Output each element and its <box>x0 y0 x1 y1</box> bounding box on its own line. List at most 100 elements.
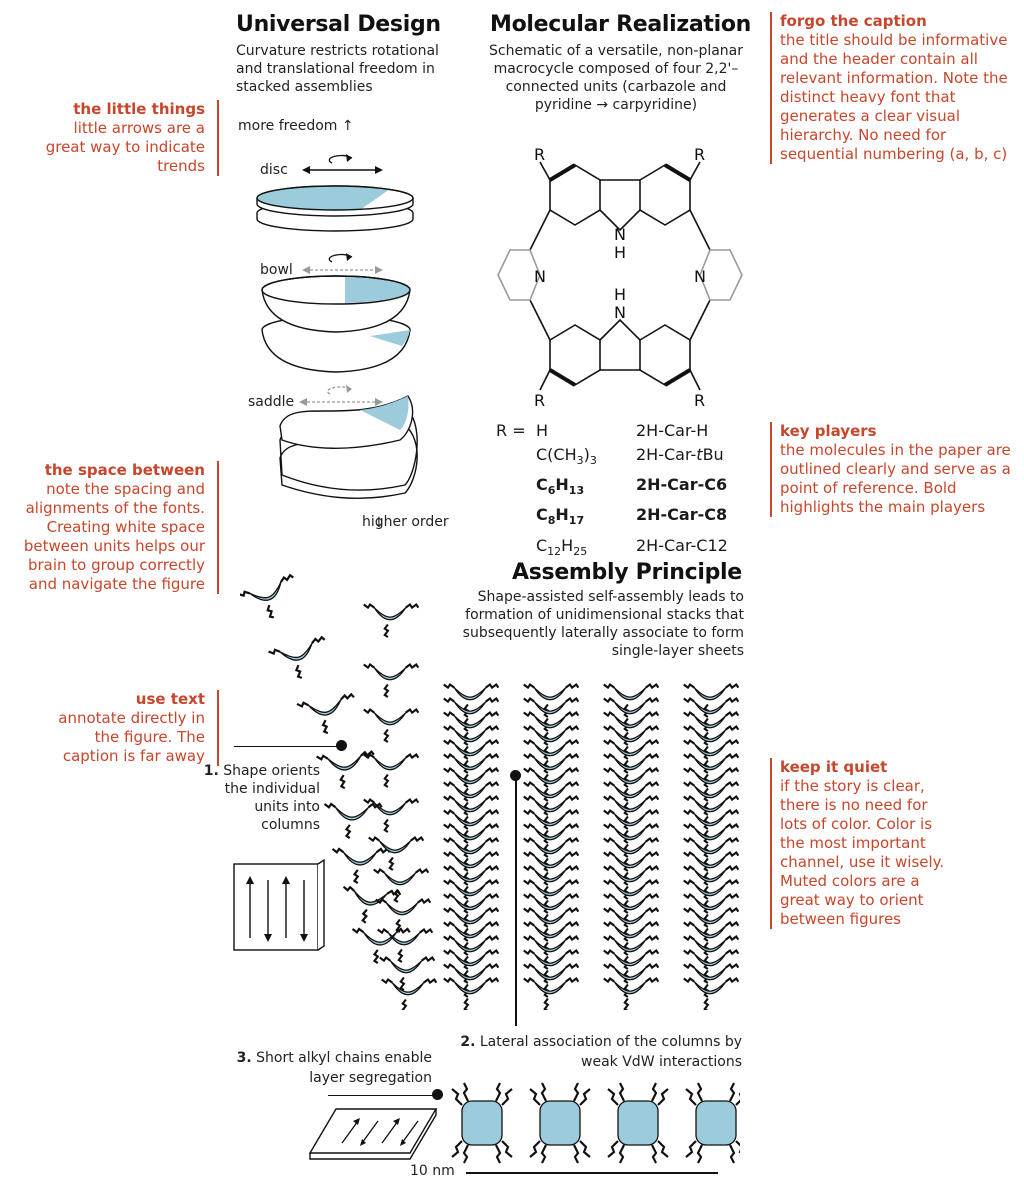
sub-name-3: 2H-Car-C8 <box>636 505 728 525</box>
shape-freedom-diagram: disc bowl saddle ↓ <box>248 154 418 531</box>
molecule-unit <box>683 892 740 928</box>
nh-bottom-h: H <box>614 285 626 304</box>
molecule-unit <box>443 766 500 802</box>
r-top-right: R <box>694 145 705 164</box>
note-text: little arrows are a great way to indicat… <box>45 119 205 175</box>
note-text: annotate directly in the figure. The cap… <box>58 709 205 765</box>
molecule-unit <box>331 847 391 885</box>
saddle-label: saddle <box>248 394 294 410</box>
note-heading: the little things <box>73 100 205 118</box>
molecule-unit <box>379 955 436 991</box>
molecule-unit <box>323 802 383 840</box>
note-text: the title should be informative and the … <box>780 31 1008 163</box>
molecule-unit <box>363 602 420 638</box>
molecule-unit <box>368 835 425 871</box>
column-top-view <box>685 1082 740 1164</box>
bowl-label: bowl <box>260 262 293 278</box>
note-heading: use text <box>135 690 205 708</box>
molecule-unit <box>443 976 500 1010</box>
molecular-realization-title: Molecular Realization <box>490 12 752 37</box>
molecule-unit <box>523 836 580 872</box>
molecule-unit <box>603 738 660 774</box>
molecule-unit <box>363 707 420 743</box>
molecule-unit <box>523 724 580 760</box>
molecule-unit <box>683 794 740 830</box>
assembly-principle-title: Assembly Principle <box>512 560 742 585</box>
sub-name-4: 2H-Car-C12 <box>636 535 728 555</box>
sub-r-0: H <box>536 421 549 440</box>
step2-text: Lateral association of the columns by we… <box>479 1034 742 1070</box>
molecular-realization-subtitle: Schematic of a versatile, non-planar mac… <box>488 43 744 113</box>
arrow-up-icon: ↑ <box>341 118 354 134</box>
step1-label: 1. Shape orients the individual units in… <box>196 762 320 834</box>
molecule-unit <box>443 836 500 872</box>
pyridine-n-left: N <box>534 267 546 286</box>
note-space-between: the space between note the spacing and a… <box>2 461 219 594</box>
assembly-diagram <box>240 573 740 1010</box>
molecule-unit <box>683 976 740 1010</box>
step3-leader-line <box>328 1095 438 1096</box>
nh-bottom-n: N <box>614 303 626 322</box>
more-freedom-label: more freedom ↑ <box>238 118 354 134</box>
molecule-unit <box>351 927 411 965</box>
sheet-diagram <box>451 1082 740 1164</box>
molecule-unit <box>523 906 580 942</box>
molecule-unit <box>443 808 500 844</box>
column-top-view <box>529 1082 591 1164</box>
note-use-text: use text annotate directly in the figure… <box>40 690 219 766</box>
molecule-unit <box>363 752 420 788</box>
note-little-things: the little things little arrows are a gr… <box>40 100 219 176</box>
step3-label: 3. Short alkyl chains enable layer segre… <box>232 1048 432 1088</box>
r-bottom-right: R <box>694 391 705 410</box>
step1-leader-line <box>234 746 344 747</box>
molecule-unit <box>523 864 580 900</box>
layer-box-icon <box>308 1108 438 1160</box>
molecule-unit <box>523 976 580 1010</box>
arrow-down-icon: ↓ <box>373 515 385 531</box>
molecule-unit <box>523 850 580 886</box>
molecule-unit <box>603 752 660 788</box>
molecule-unit <box>296 692 355 735</box>
step2-leader-line <box>515 776 517 1026</box>
molecule-unit <box>381 977 438 1010</box>
sub-name-0: 2H-Car-H <box>636 421 709 440</box>
higher-order-label: higher order <box>362 514 449 530</box>
molecule-unit <box>603 864 660 900</box>
step2-label: 2. Lateral association of the columns by… <box>440 1032 742 1072</box>
note-heading: key players <box>780 422 877 440</box>
step2-dot <box>510 770 521 781</box>
universal-design-title: Universal Design <box>236 12 441 37</box>
molecule-unit <box>443 696 500 732</box>
molecule-unit <box>523 780 580 816</box>
note-text: the molecules in the paper are outlined … <box>780 441 1011 516</box>
step1-number: 1. <box>203 763 219 779</box>
assembly-principle-subtitle: Shape-assisted self-assembly leads to fo… <box>462 589 744 659</box>
note-heading: the space between <box>44 461 205 479</box>
scale-bar <box>466 1172 718 1174</box>
saddle-shape: saddle <box>248 385 418 499</box>
note-forgo-caption: forgo the caption the title should be in… <box>770 12 1024 164</box>
note-key-players: key players the molecules in the paper a… <box>770 422 1024 517</box>
molecule-unit <box>683 766 740 802</box>
disc-shape: disc <box>256 154 414 232</box>
molecule-unit <box>342 885 402 924</box>
pyridine-n-right: N <box>694 267 706 286</box>
molecule-unit <box>443 920 500 956</box>
bowl-shape: bowl <box>260 253 411 373</box>
column-top-view <box>451 1082 513 1164</box>
molecule-unit <box>523 962 580 998</box>
r-top-left: R <box>534 145 545 164</box>
note-heading: forgo the caption <box>780 12 927 30</box>
molecule-unit <box>603 976 660 1010</box>
universal-design-subtitle: Curvature restricts rotational and trans… <box>236 43 439 95</box>
sub-r-2: C6H13 <box>536 475 585 498</box>
molecule-unit <box>377 927 434 963</box>
nh-top-n: N <box>614 225 626 244</box>
molecule-unit <box>603 780 660 816</box>
molecule-unit <box>373 867 430 903</box>
molecule-unit <box>523 710 580 746</box>
sub-name-1: 2H-Car-tBu <box>636 445 724 464</box>
step3-number: 3. <box>236 1050 252 1066</box>
sub-r-3: C8H17 <box>536 505 585 528</box>
molecule-unit <box>268 635 326 679</box>
